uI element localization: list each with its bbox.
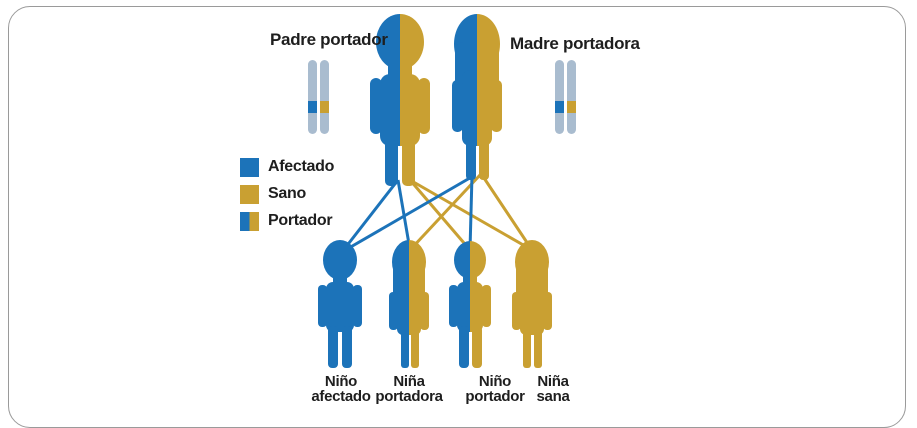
carrier-boy-icon [449,241,491,368]
father-carrier-icon [370,14,430,186]
child-label-carrier-girl: Niña portadora [364,374,454,404]
child-label-line1: Niño [324,373,358,390]
line-father-to-carrier-son [408,179,472,251]
legend-item-carrier: Portador [240,210,333,232]
legend-label: Sano [268,185,306,202]
affected-boy-icon [318,240,362,368]
mother-chromosomes-icon [555,60,576,134]
carrier-girl-icon [389,240,429,368]
carrier-swatch-icon [240,211,259,231]
healthy-girl-icon [512,240,552,368]
child-label-line2: portador [465,388,525,405]
child-label-carrier-boy: Niño portador [450,374,540,404]
inheritance-figure [308,14,576,368]
line-mother-to-carrier-daughter [408,173,482,252]
line-mother-to-affected-son [341,173,476,254]
mother-label: Madre portadora [510,34,640,53]
child-label-affected-boy: Niño afectado [296,374,386,404]
child-label-line2: sana [536,388,570,405]
affected-swatch-icon [240,157,259,177]
father-label: Padre portador [270,30,388,49]
healthy-swatch-icon [240,184,259,204]
inheritance-lines [340,173,534,254]
legend-item-affected: Afectado [240,156,334,178]
legend-label: Afectado [268,158,335,175]
legend-item-healthy: Sano [240,183,306,205]
line-mother-to-healthy-daughter [480,174,534,251]
child-label-line1: Niña [537,373,569,390]
child-label-healthy-girl: Niña sana [508,374,598,404]
line-mother-to-carrier-son [468,174,474,251]
child-label-line1: Niño [478,373,512,390]
child-label-line2: portadora [375,388,443,405]
line-father-to-affected-son [340,179,400,253]
father-chromosomes-icon [308,60,329,134]
child-label-line1: Niña [393,373,425,390]
legend-label: Portador [268,212,333,229]
mother-carrier-icon [452,14,502,180]
child-label-line2: afectado [311,388,371,405]
